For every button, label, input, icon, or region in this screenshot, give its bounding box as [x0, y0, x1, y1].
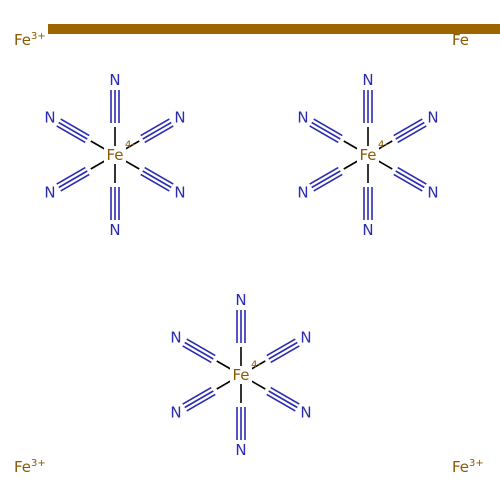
iron-bar [48, 24, 500, 34]
nitrogen-atom: N [170, 404, 181, 422]
c-n-triple-bond [311, 121, 341, 140]
fe3-ion-bottom-left: Fe3+ [14, 458, 46, 476]
fe-label-backdrop [357, 146, 379, 164]
c-n-triple-bond [309, 166, 339, 185]
nitrogen-atom: N [44, 109, 55, 127]
c-n-triple-bond [270, 345, 300, 364]
nitrogen-atom: N [170, 329, 181, 347]
fe-center-atom: Fe [106, 146, 123, 164]
c-n-triple-bond [395, 121, 425, 140]
fe3-ion-top-left: Fe3+ [14, 31, 46, 49]
fe-charge-label: 4- [378, 140, 388, 151]
c-n-triple-bond [397, 166, 427, 185]
fe-label-backdrop [230, 366, 252, 384]
fe-center-atom: Fe [359, 146, 376, 164]
c-n-triple-bond [313, 118, 343, 137]
nitrogen-atom: N [235, 441, 246, 459]
fe-ion-top-right: Fe [452, 31, 469, 49]
c-n-triple-bond [186, 393, 216, 412]
nitrogen-atom: N [174, 109, 185, 127]
c-n-triple-bond [393, 118, 423, 137]
c-n-triple-bond [60, 173, 90, 192]
c-n-triple-bond [58, 121, 88, 140]
fe3-ion-bottom-right: Fe3+ [452, 458, 484, 476]
c-n-triple-bond [58, 170, 88, 189]
nitrogen-atom: N [300, 404, 311, 422]
nitrogen-atom: N [174, 184, 185, 202]
c-n-triple-bond [56, 166, 86, 185]
nitrogen-atom: N [362, 71, 373, 89]
c-n-triple-bond [140, 118, 170, 137]
c-n-triple-bond [186, 338, 216, 357]
c-n-triple-bond [266, 338, 296, 357]
nitrogen-atom: N [362, 221, 373, 239]
c-n-triple-bond [182, 386, 212, 405]
c-n-triple-bond [184, 390, 214, 409]
nitrogen-atom: N [300, 329, 311, 347]
c-n-triple-bond [266, 393, 296, 412]
c-n-triple-bond [184, 341, 214, 360]
c-n-triple-bond [60, 118, 90, 137]
c-n-triple-bond [270, 386, 300, 405]
fe-charge-label: 4- [251, 360, 261, 371]
c-n-triple-bond [395, 170, 425, 189]
c-n-triple-bond [144, 125, 174, 144]
fe-label-backdrop [104, 146, 126, 164]
c-n-triple-bond [142, 170, 172, 189]
c-n-triple-bond [56, 125, 86, 144]
c-n-triple-bond [144, 166, 174, 185]
c-n-triple-bond [311, 170, 341, 189]
c-n-triple-bond [397, 125, 427, 144]
c-n-triple-bond [182, 345, 212, 364]
c-n-triple-bond [268, 341, 298, 360]
nitrogen-atom: N [427, 184, 438, 202]
fe-center-atom: Fe [232, 366, 249, 384]
nitrogen-atom: N [109, 221, 120, 239]
nitrogen-atom: N [235, 291, 246, 309]
nitrogen-atom: N [427, 109, 438, 127]
nitrogen-atom: N [109, 71, 120, 89]
c-n-triple-bond [393, 173, 423, 192]
nitrogen-atom: N [297, 109, 308, 127]
c-n-triple-bond [313, 173, 343, 192]
fe-charge-label: 4- [125, 140, 135, 151]
c-n-triple-bond [140, 173, 170, 192]
c-n-triple-bond [142, 121, 172, 140]
c-n-triple-bond [309, 125, 339, 144]
c-n-triple-bond [268, 390, 298, 409]
nitrogen-atom: N [297, 184, 308, 202]
nitrogen-atom: N [44, 184, 55, 202]
